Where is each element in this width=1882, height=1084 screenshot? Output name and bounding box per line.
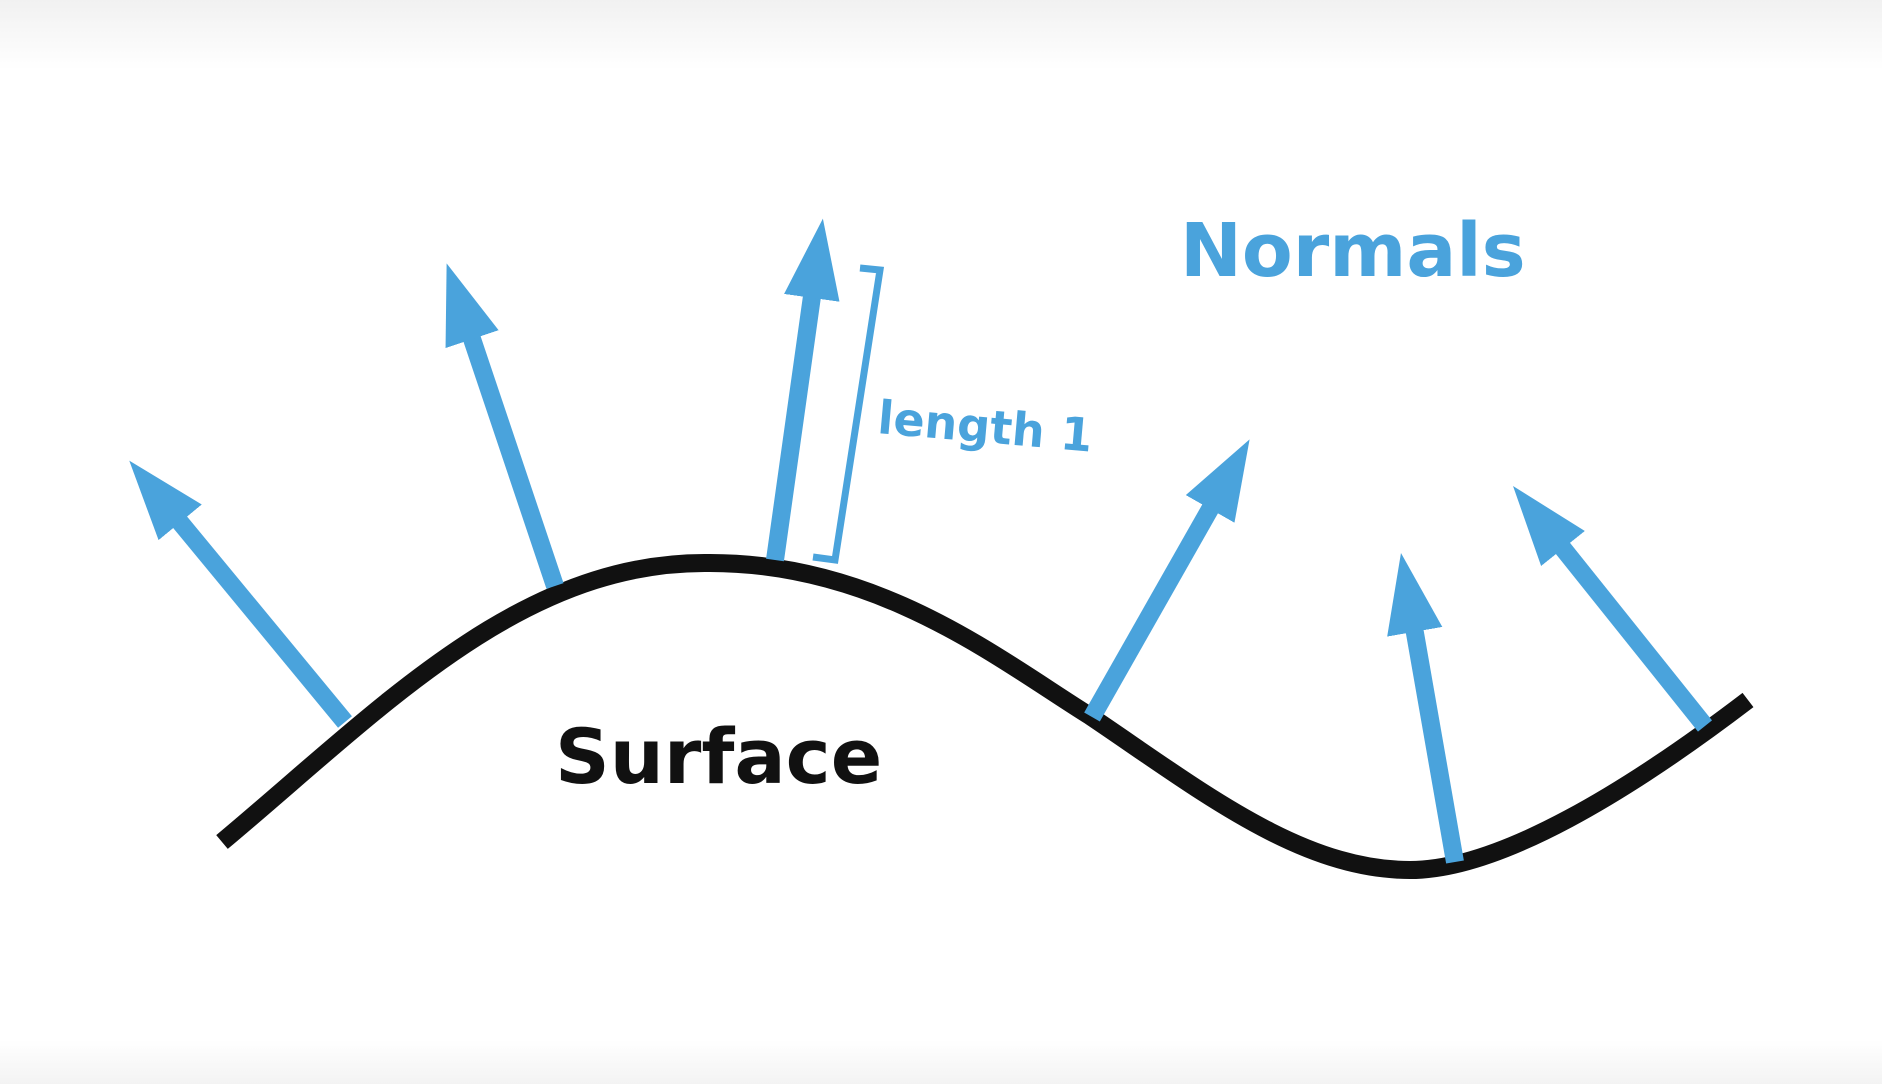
normal-arrow-4 [1084,439,1250,722]
normal-arrow-5 [1387,552,1464,864]
normal-arrow-1 [129,460,352,728]
length-bracket [812,264,885,564]
surface-label: Surface [555,712,883,801]
normal-arrows [129,218,1713,864]
normal-arrow-6 [1513,486,1713,732]
surface-curve [216,553,1754,880]
normal-arrow-3 [766,218,840,562]
diagram-title: Normals [1180,208,1526,294]
normal-arrow-2 [445,263,564,589]
